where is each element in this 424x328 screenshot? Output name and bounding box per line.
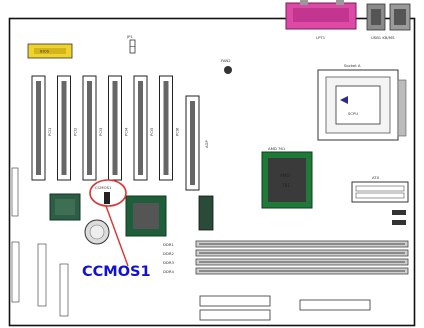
amd-line1: AMD [280, 173, 290, 178]
top-jumper [129, 39, 136, 54]
atx-label: ATX [372, 175, 380, 180]
cpu-socket [317, 69, 407, 141]
socket-label: Socket A [344, 63, 361, 68]
amd-line2: 761 [282, 183, 290, 188]
bottom-connectors [199, 295, 371, 321]
fan-header-icon [224, 66, 232, 74]
agp-slot [185, 95, 200, 191]
top-jumper-label: JP1 [126, 34, 133, 39]
ccmos-small-label: CCMOS1 [95, 185, 112, 190]
pci-slot-1: PCI1 [31, 75, 52, 181]
ram-slot-label: DDR4 [163, 269, 174, 274]
ccmos1-jumper [104, 192, 110, 204]
pci-slot-6: PCI6 [159, 75, 180, 181]
ccmos1-highlight-circle [89, 179, 127, 207]
atx-power-connector [351, 181, 409, 203]
pci-slot-label: PCI4 [124, 127, 129, 136]
pci-slot-3: PCI3 [82, 75, 103, 181]
pci-slot-label: PCI6 [175, 127, 180, 136]
bios-label: BIOS [40, 49, 50, 54]
agp-label: AGP [204, 140, 209, 148]
ccmos1-callout-label: CCMOS1 [82, 264, 151, 280]
pci-slot-4: PCI4 [108, 75, 129, 181]
pci-slot-2: PCI2 [57, 75, 78, 181]
bios-chip [27, 43, 73, 59]
pci-slot-label: PCI3 [98, 127, 103, 136]
left-headers [11, 167, 69, 317]
io-chip [49, 193, 81, 221]
ram-slot-label: DDR3 [163, 260, 174, 265]
amd-title-label: AMD 761 [268, 146, 286, 151]
lpt-label: LPT1 [316, 35, 326, 40]
ccmos1-callout-line [105, 205, 129, 267]
cpu-text: SCPU [348, 111, 358, 116]
pci-slot-5: PCI5 [133, 75, 154, 181]
lpt-connector [285, 0, 357, 30]
ram-slot-3: DDR3 [163, 258, 409, 266]
usb-kbms-label: USB1 KB/MS [371, 35, 395, 40]
pci-slot-label: PCI5 [149, 127, 154, 136]
fan-label: FAN2 [221, 58, 231, 63]
pci-slot-group: PCI1 PCI2 PCI3 PCI4 PCI5 PCI6 [31, 75, 180, 181]
southbridge-chip [125, 195, 167, 237]
capacitor [198, 195, 214, 231]
ram-slot-4: DDR4 [163, 267, 409, 275]
pci-slot-label: PCI2 [73, 127, 78, 136]
ram-slot-label: DDR2 [163, 251, 174, 256]
ram-slot-2: DDR2 [163, 249, 409, 257]
ram-slot-label: DDR1 [163, 242, 174, 247]
northbridge-chip [261, 151, 313, 209]
usb-kbms-connector [366, 3, 411, 31]
pci-slot-label: PCI1 [47, 127, 52, 136]
cmos-battery [84, 219, 110, 245]
ram-slot-1: DDR1 [163, 240, 409, 248]
right-jumpers [392, 210, 406, 225]
